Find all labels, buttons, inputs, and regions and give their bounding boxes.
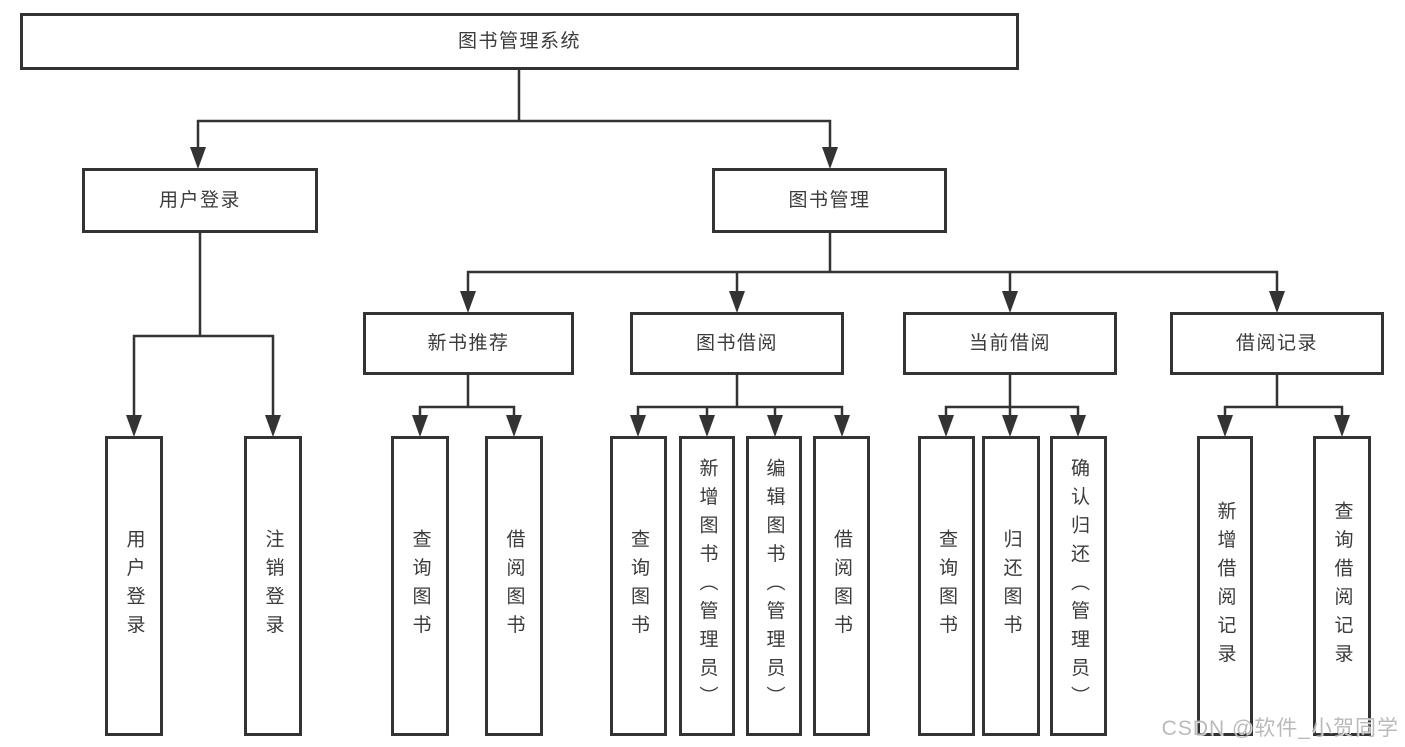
node-user-login: 用户登录 [82,168,318,233]
leaf-add-borrow-record: 新增借阅记录 [1197,436,1253,736]
leaf-logout: 注销登录 [244,436,302,736]
leaf-search-books-current: 查询图书 [918,436,975,736]
leaf-search-books-recommend: 查询图书 [391,436,449,736]
node-library-management-system: 图书管理系统 [20,13,1019,70]
leaf-add-books-admin: 新增图书（管理员） [679,436,735,736]
leaf-borrow-books: 借阅图书 [813,436,870,736]
node-current-borrowing: 当前借阅 [903,312,1117,375]
leaf-edit-books-admin: 编辑图书（管理员） [746,436,802,736]
leaf-user-login: 用户登录 [105,436,163,736]
connector-path [132,70,1344,418]
leaf-borrow-books-recommend: 借阅图书 [485,436,543,736]
csdn-watermark: CSDN @软件_小贺同学 [1161,717,1399,740]
node-new-book-recommendation: 新书推荐 [363,312,574,375]
leaf-search-books-borrowing: 查询图书 [610,436,667,736]
node-book-management: 图书管理 [712,168,947,233]
arrowhead-icons [126,147,1350,437]
leaf-search-borrow-record: 查询借阅记录 [1313,436,1371,736]
leaf-confirm-return-admin: 确认归还（管理员） [1050,436,1107,736]
node-book-borrowing: 图书借阅 [630,312,844,375]
leaf-return-books: 归还图书 [982,436,1040,736]
node-borrowing-records: 借阅记录 [1170,312,1384,375]
